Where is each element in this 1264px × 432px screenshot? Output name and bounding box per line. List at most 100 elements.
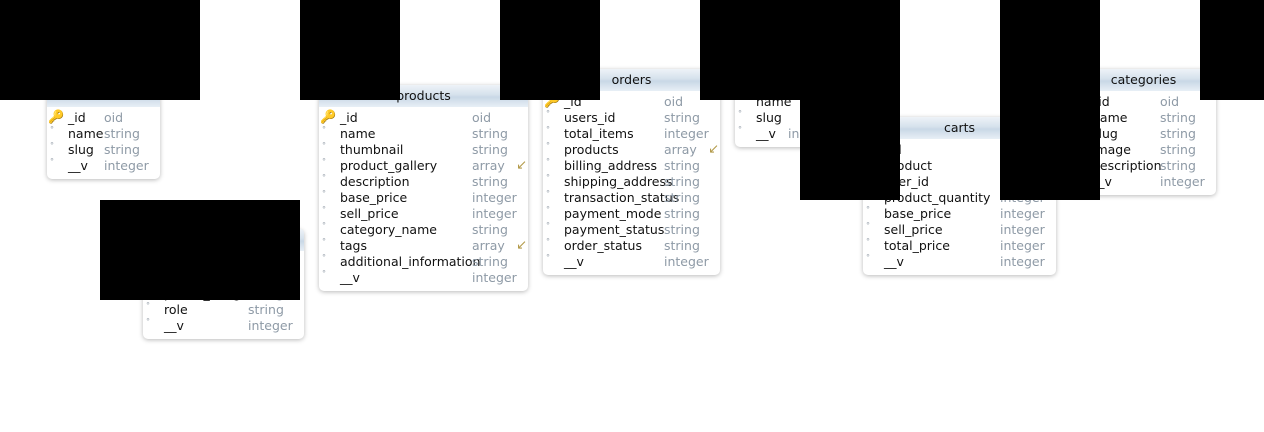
expand-arrow-icon[interactable]: ↙ [708,142,719,157]
field-type: integer [472,270,517,285]
field-type: string [1160,126,1196,141]
field-type: integer [1000,206,1045,221]
field-type: integer [1000,238,1045,253]
field-bullet-icon: ° [146,317,150,326]
field-bullet-icon: ° [546,189,550,198]
field-name: total_price [884,238,950,253]
field-type: in [788,126,800,141]
field-row[interactable]: °slug [735,109,875,126]
field-name: _id [340,110,358,125]
primary-key-icon: 🔑 [320,110,337,125]
expand-arrow-icon[interactable]: ↙ [516,158,527,173]
field-name: base_price [884,206,952,221]
field-type: string [664,206,700,221]
field-name: __v [564,254,584,269]
field-bullet-icon: ° [322,221,326,230]
field-name: sell_price [884,222,943,237]
field-bullet-icon: ° [146,301,150,310]
field-name: sell_price [340,206,399,221]
field-list: °_idoid°namestring°slugstring°imagestrin… [1071,91,1216,195]
field-type: string [104,142,140,157]
field-type: array [472,238,505,253]
redaction-block [1000,0,1100,200]
field-type: integer [664,126,709,141]
field-name: name [68,126,104,141]
field-type: integer [1000,254,1045,269]
primary-key-icon: 🔑 [48,110,65,125]
field-bullet-icon: ° [546,157,550,166]
field-type: integer [1160,174,1205,189]
field-type: array [472,158,505,173]
field-bullet-icon: ° [546,141,550,150]
field-name: slug [68,142,94,157]
field-name: product_quantity [884,190,991,205]
field-bullet-icon: ° [546,237,550,246]
redaction-block [0,0,200,100]
redaction-block [800,100,900,200]
field-type: string [1160,142,1196,157]
field-name: tags [340,238,368,253]
field-name: payment_mode [564,206,662,221]
field-bullet-icon: ° [50,157,54,166]
field-name: role [164,302,188,317]
field-type: string [664,158,700,173]
field-name: name [1092,110,1128,125]
field-bullet-icon: ° [322,141,326,150]
field-bullet-icon: ° [322,125,326,134]
field-type: string [472,174,508,189]
field-bullet-icon: ° [322,189,326,198]
field-bullet-icon: ° [322,173,326,182]
expand-arrow-icon[interactable]: ↙ [516,238,527,253]
field-name: image [1092,142,1131,157]
field-type: string [664,222,700,237]
field-type: string [472,254,508,269]
field-type: string [664,110,700,125]
field-name: order_status [564,238,642,253]
field-type: string [1160,158,1196,173]
field-name: payment_status [564,222,665,237]
field-bullet-icon: ° [546,205,550,214]
field-name: total_items [564,126,634,141]
field-name: __v [68,158,88,173]
field-bullet-icon: ° [322,157,326,166]
field-type: oid [1160,94,1180,109]
